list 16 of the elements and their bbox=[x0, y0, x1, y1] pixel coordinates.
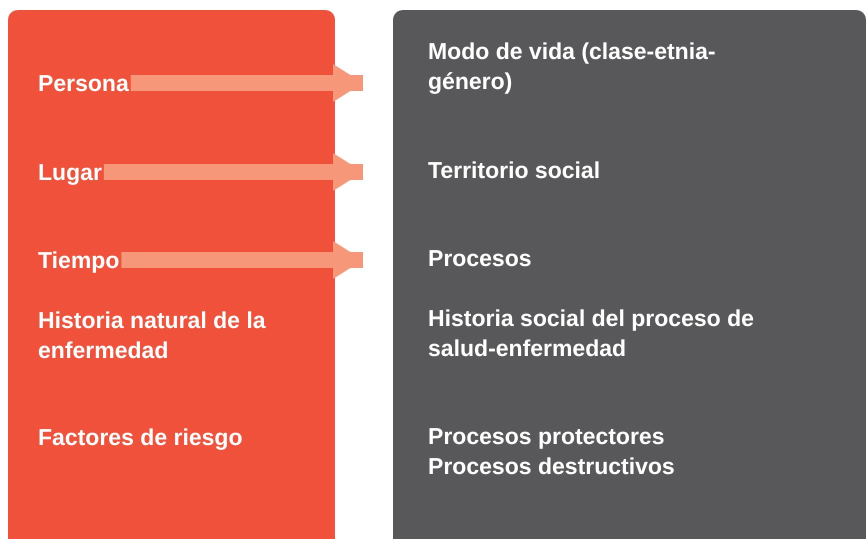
list-item: Modo de vida (clase-etnia-género) bbox=[393, 36, 783, 96]
arrow bbox=[104, 153, 363, 191]
arrow bbox=[121, 241, 363, 279]
list-item: Procesos bbox=[393, 243, 783, 273]
list-item: Persona bbox=[38, 68, 129, 98]
item-text: Procesos destructivos bbox=[428, 452, 676, 481]
list-item: Historia social del proceso de salud-enfermedad bbox=[393, 303, 783, 363]
list-item: Lugar bbox=[38, 157, 102, 187]
panel-background bbox=[8, 10, 335, 539]
arrow bbox=[130, 64, 363, 102]
list-item: Factores de riesgo bbox=[38, 422, 328, 452]
list-item: Tiempo bbox=[38, 245, 120, 275]
panel-background bbox=[393, 10, 866, 539]
list-item: Historia natural de la enfermedad bbox=[38, 305, 328, 365]
list-item: Territorio social bbox=[393, 155, 783, 185]
item-text: Procesos protectores bbox=[428, 422, 666, 451]
